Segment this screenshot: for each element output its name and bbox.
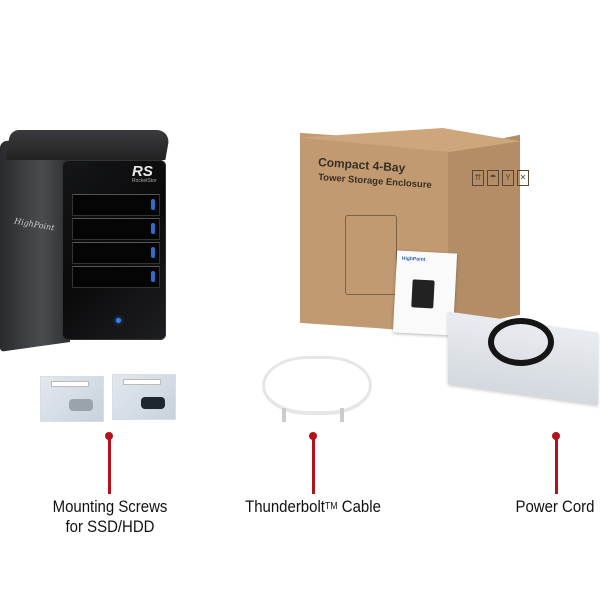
callout-line (555, 436, 558, 494)
drive-bay (72, 242, 160, 264)
drive-bay (72, 194, 160, 216)
screw-bag-hdd (112, 374, 176, 420)
label-line: for SSD/HDD (65, 517, 155, 536)
power-led-icon (116, 318, 121, 323)
callout-line (108, 436, 111, 494)
silver-screws (69, 399, 93, 411)
this-way-up-icon: ⇈ (472, 170, 484, 186)
box-side (448, 134, 520, 330)
no-stack-icon: ✕ (517, 170, 529, 186)
enclosure-line-drawing (345, 215, 397, 295)
keep-dry-icon: ☂ (487, 170, 499, 186)
power-cord-coil (488, 318, 554, 366)
enclosure-top (5, 130, 171, 160)
bag-label (123, 379, 161, 385)
trademark: TM (324, 501, 338, 512)
bay-led-icon (151, 271, 155, 282)
label-suffix: Cable (337, 497, 381, 516)
cable-plug (282, 408, 286, 422)
booklet-product-image (411, 279, 435, 309)
bag-label (51, 381, 89, 387)
enclosure-logo: RS (132, 163, 153, 180)
handling-symbols: ⇈ ☂ Y ✕ (472, 170, 529, 186)
booklet-brand: HighPoint (401, 255, 426, 263)
black-screws (141, 397, 165, 409)
cable-plug (340, 408, 344, 422)
enclosure-side (0, 132, 70, 352)
drive-bay (72, 266, 160, 288)
label-line: Mounting Screws (52, 497, 168, 516)
label-name: Thunderbolt (245, 497, 325, 516)
label-line: Power Cord (515, 497, 595, 516)
bay-led-icon (151, 223, 155, 234)
thunderbolt-cable (262, 356, 372, 415)
fragile-icon: Y (502, 170, 514, 186)
screw-bag-ssd (40, 376, 104, 422)
label-mounting-screws: Mounting Screws for SSD/HDD (31, 497, 189, 537)
label-thunderbolt-cable: ThunderboltTM Cable (229, 497, 396, 517)
label-power-cord: Power Cord (498, 497, 600, 517)
bay-led-icon (151, 247, 155, 258)
drive-bay (72, 218, 160, 240)
callout-line (312, 436, 315, 494)
enclosure-logo-sub: RocketStor (132, 178, 157, 184)
bay-led-icon (151, 199, 155, 210)
